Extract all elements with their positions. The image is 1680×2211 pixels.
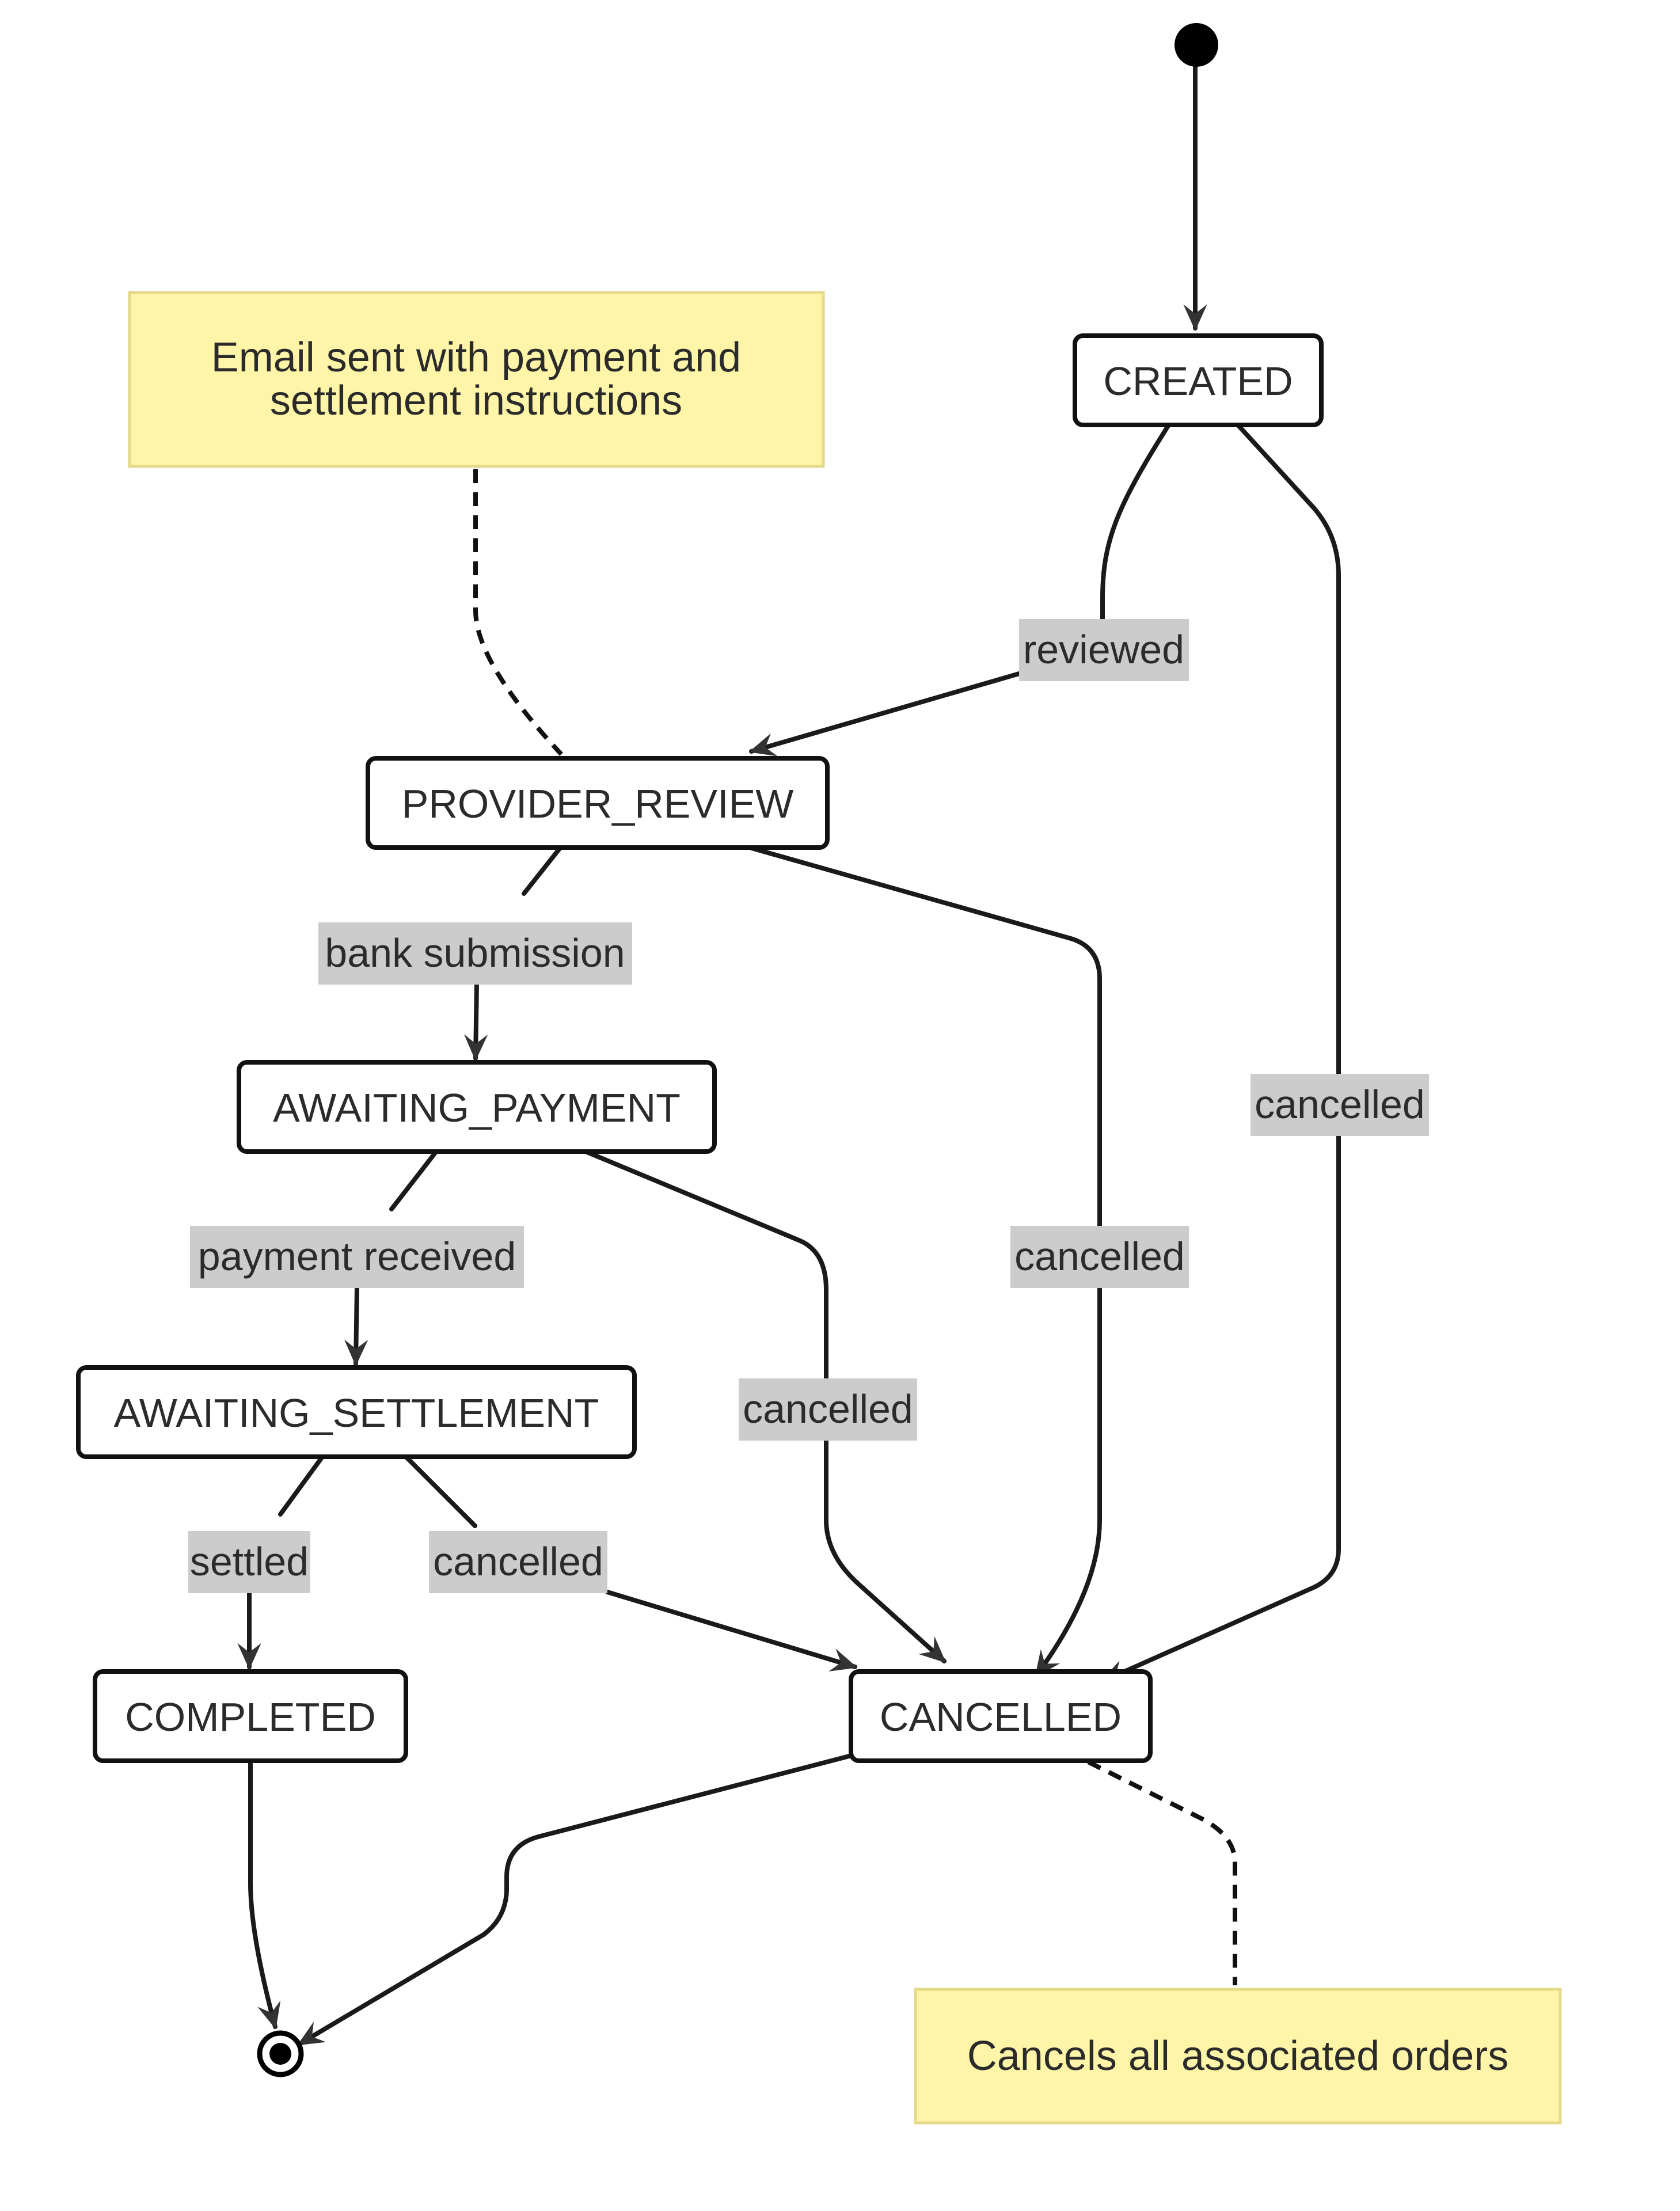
edge-created-to-cancelled	[1100, 423, 1341, 1684]
edge-payment-received-to-awaiting-settlement	[344, 1285, 368, 1366]
state-created-label: CREATED	[1103, 359, 1293, 404]
state-provider-review-label: PROVIDER_REVIEW	[402, 781, 794, 826]
label-reviewed: reviewed	[1019, 619, 1189, 681]
edge-awaiting-payment-to-awaiting-settlement	[389, 1148, 440, 1211]
label-cancelled-from-created: cancelled	[1251, 1074, 1429, 1136]
edge-cancelled-to-end	[297, 1754, 852, 2046]
note-cancels-text: Cancels all associated orders	[967, 2033, 1508, 2079]
label-cancelled-from-review: cancelled	[1010, 1226, 1189, 1288]
transitions	[237, 44, 1341, 2046]
label-bank-submission-text: bank submission	[325, 930, 625, 975]
edge-awaiting-payment-to-cancelled	[579, 1148, 947, 1663]
label-payment-received: payment received	[190, 1226, 524, 1288]
note-email-line1: Email sent with payment and	[211, 335, 741, 381]
note-email: Email sent with payment and settlement i…	[128, 291, 825, 468]
note-connector-email	[473, 469, 563, 756]
state-created: CREATED	[1073, 333, 1324, 427]
edge-awaiting-settlement-to-cancelled	[404, 1454, 477, 1528]
note-email-line2: settlement instructions	[270, 378, 682, 424]
state-awaiting-payment: AWAITING_PAYMENT	[237, 1060, 717, 1154]
label-cancelled-from-settlement-text: cancelled	[433, 1539, 603, 1584]
label-bank-submission: bank submission	[318, 922, 632, 985]
state-completed: COMPLETED	[93, 1669, 408, 1763]
label-settled: settled	[188, 1531, 310, 1593]
label-cancelled-from-review-text: cancelled	[1014, 1234, 1185, 1279]
label-cancelled-from-payment: cancelled	[739, 1378, 917, 1441]
label-cancelled-from-settlement: cancelled	[429, 1531, 607, 1593]
initial-state	[1175, 23, 1218, 67]
state-completed-label: COMPLETED	[125, 1695, 376, 1739]
state-provider-review: PROVIDER_REVIEW	[366, 756, 830, 850]
edge-completed-to-end	[248, 1758, 281, 2030]
label-cancelled-from-created-text: cancelled	[1255, 1082, 1425, 1127]
label-cancelled-from-payment-text: cancelled	[743, 1386, 913, 1431]
final-state	[257, 2030, 304, 2077]
edge-created-to-provider-review	[1100, 423, 1171, 621]
edge-reviewed-to-provider-review	[748, 671, 1021, 757]
note-cancels: Cancels all associated orders	[914, 1988, 1562, 2125]
edge-provider-review-to-awaiting-payment	[522, 844, 564, 896]
label-payment-received-text: payment received	[198, 1234, 516, 1279]
state-cancelled: CANCELLED	[849, 1669, 1153, 1763]
label-reviewed-text: reviewed	[1023, 627, 1184, 672]
label-settled-text: settled	[190, 1539, 309, 1584]
state-awaiting-settlement-label: AWAITING_SETTLEMENT	[114, 1391, 599, 1435]
edge-bank-submission-to-awaiting-payment	[463, 982, 488, 1061]
edge-provider-review-to-cancelled	[743, 844, 1102, 1678]
edge-awaiting-settlement-to-completed	[278, 1454, 325, 1517]
edge-cancelled-from-settlement-to-cancelled	[605, 1590, 858, 1671]
state-awaiting-settlement: AWAITING_SETTLEMENT	[76, 1365, 637, 1459]
note-connector-cancels	[1087, 1760, 1237, 1985]
state-cancelled-label: CANCELLED	[880, 1695, 1122, 1739]
state-awaiting-payment-label: AWAITING_PAYMENT	[273, 1085, 681, 1130]
